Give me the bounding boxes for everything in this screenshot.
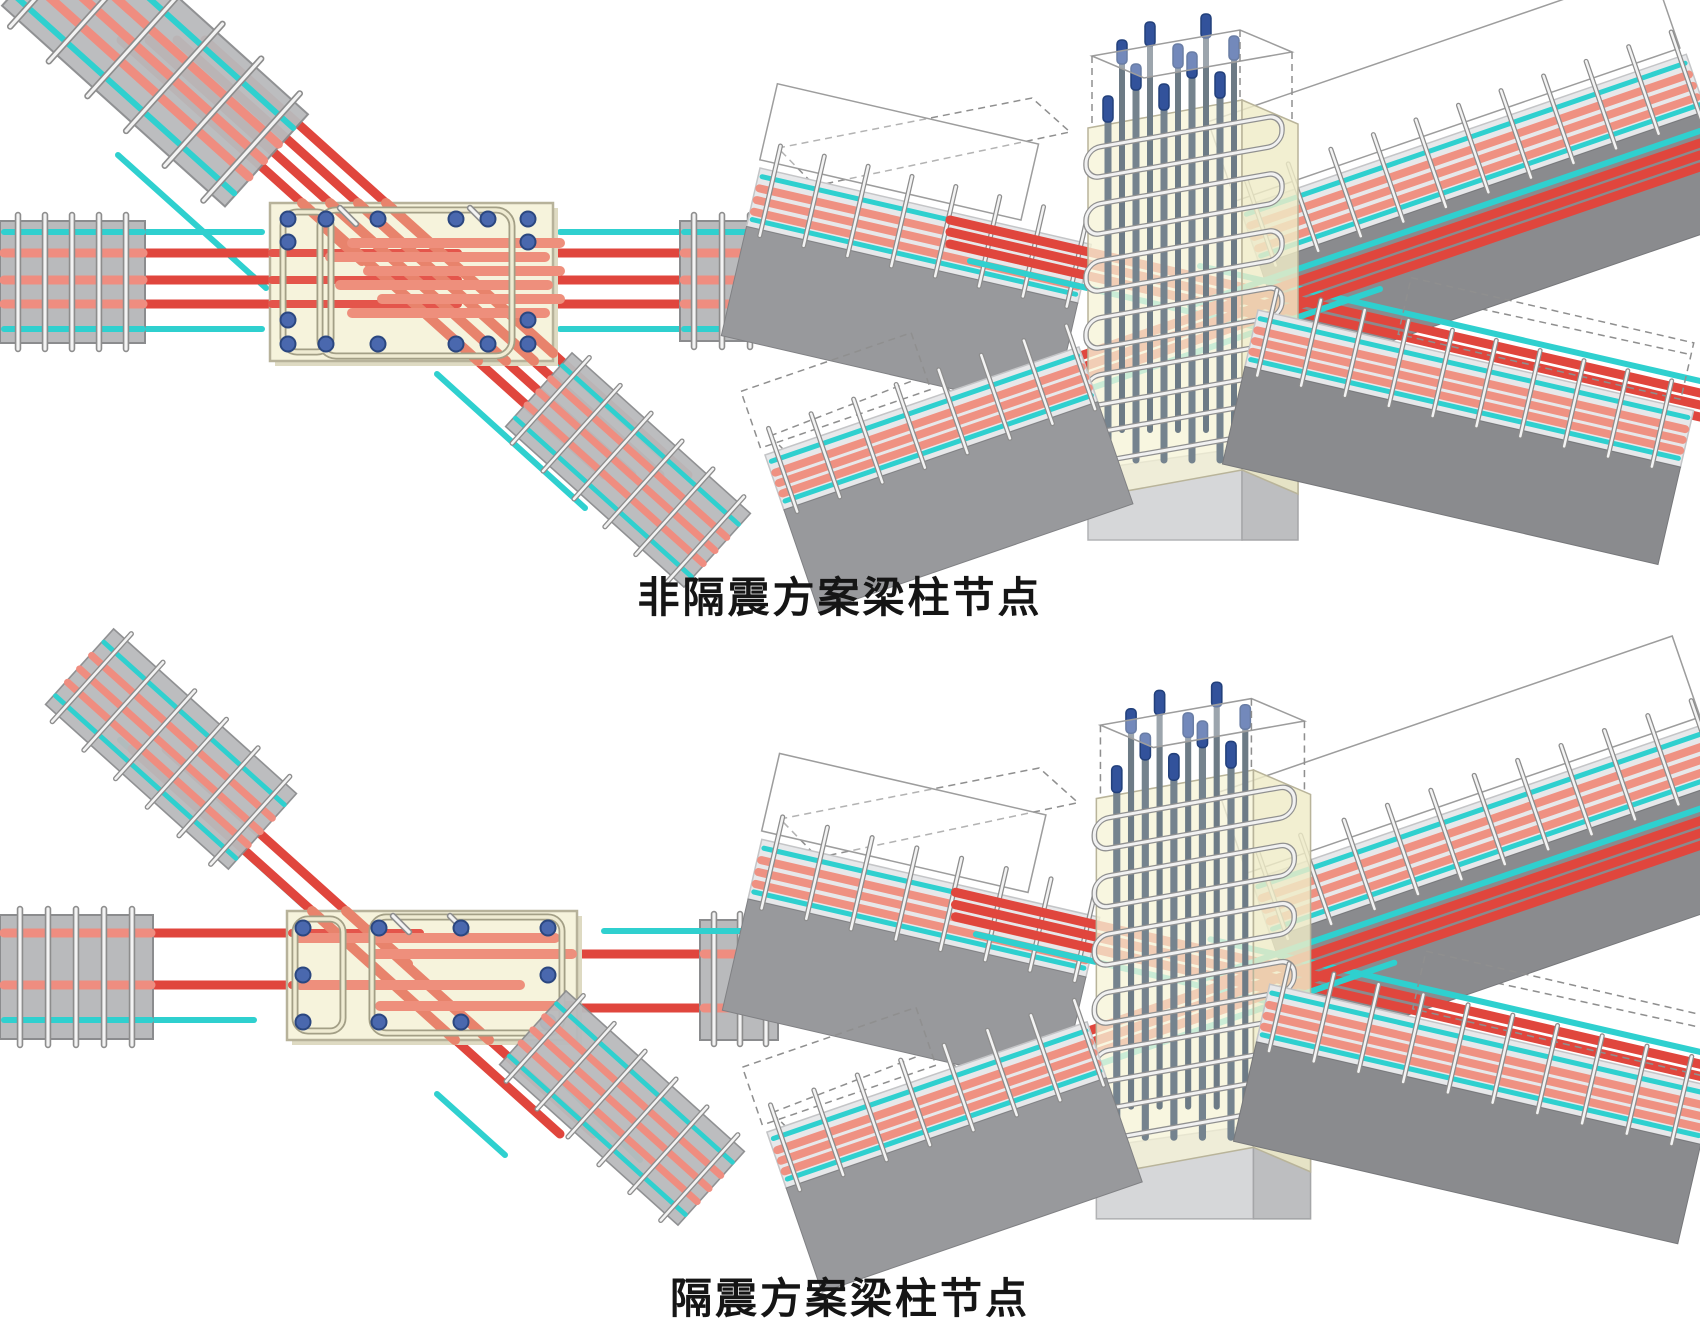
joint-stirrup-outlines bbox=[279, 206, 516, 360]
left-beam-block bbox=[0, 905, 156, 1049]
caption-bottom: 隔震方案梁柱节点 bbox=[670, 1275, 1030, 1322]
column-bar-section-dots bbox=[279, 210, 537, 353]
joint-core-zone bbox=[285, 906, 582, 1045]
panel-bottom-left-plan bbox=[0, 623, 785, 1231]
joint-core-zone bbox=[268, 198, 565, 366]
panel-top-right-3d bbox=[719, 0, 1700, 613]
panel-bottom-right-3d bbox=[720, 635, 1700, 1293]
upper-diagonal-beam-block bbox=[0, 0, 315, 214]
caption-top: 非隔震方案梁柱节点 bbox=[637, 574, 1042, 621]
panel-top-left-plan bbox=[0, 0, 775, 593]
left-beam-block bbox=[0, 211, 148, 353]
